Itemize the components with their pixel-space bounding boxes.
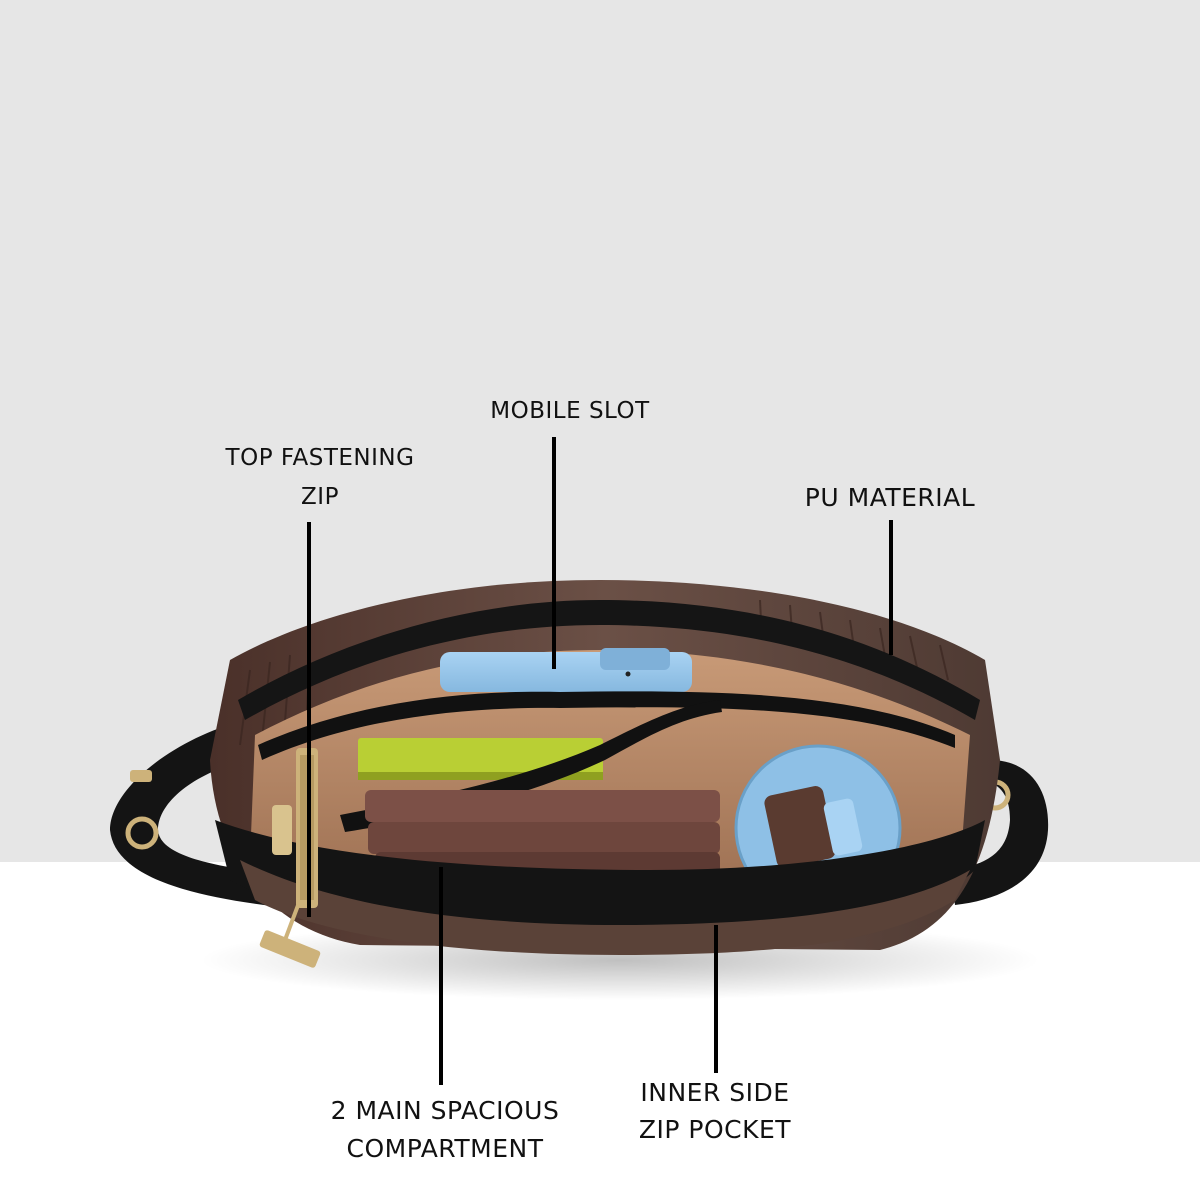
callout-top-zip-label-line2: ZIP	[301, 484, 339, 510]
callout-inner-pocket-label-line1: INNER SIDE	[640, 1078, 790, 1107]
callout-pu-material-label: PU MATERIAL	[804, 483, 976, 512]
callout-mobile-slot-label: MOBILE SLOT	[490, 398, 650, 424]
callout-compartment-line	[439, 867, 443, 1085]
callout-inner-pocket-line	[714, 925, 718, 1073]
callout-top-zip-label-line1: TOP FASTENING	[225, 445, 415, 471]
callout-mobile-slot-line	[552, 437, 556, 669]
callout-compartment-label-line1: 2 MAIN SPACIOUS	[330, 1096, 560, 1125]
callout-top-zip-line	[307, 522, 311, 917]
callout-pu-material-line	[889, 520, 893, 655]
callout-compartment-label-line2: COMPARTMENT	[346, 1134, 544, 1163]
callout-inner-pocket-label-line2: ZIP POCKET	[638, 1115, 792, 1144]
